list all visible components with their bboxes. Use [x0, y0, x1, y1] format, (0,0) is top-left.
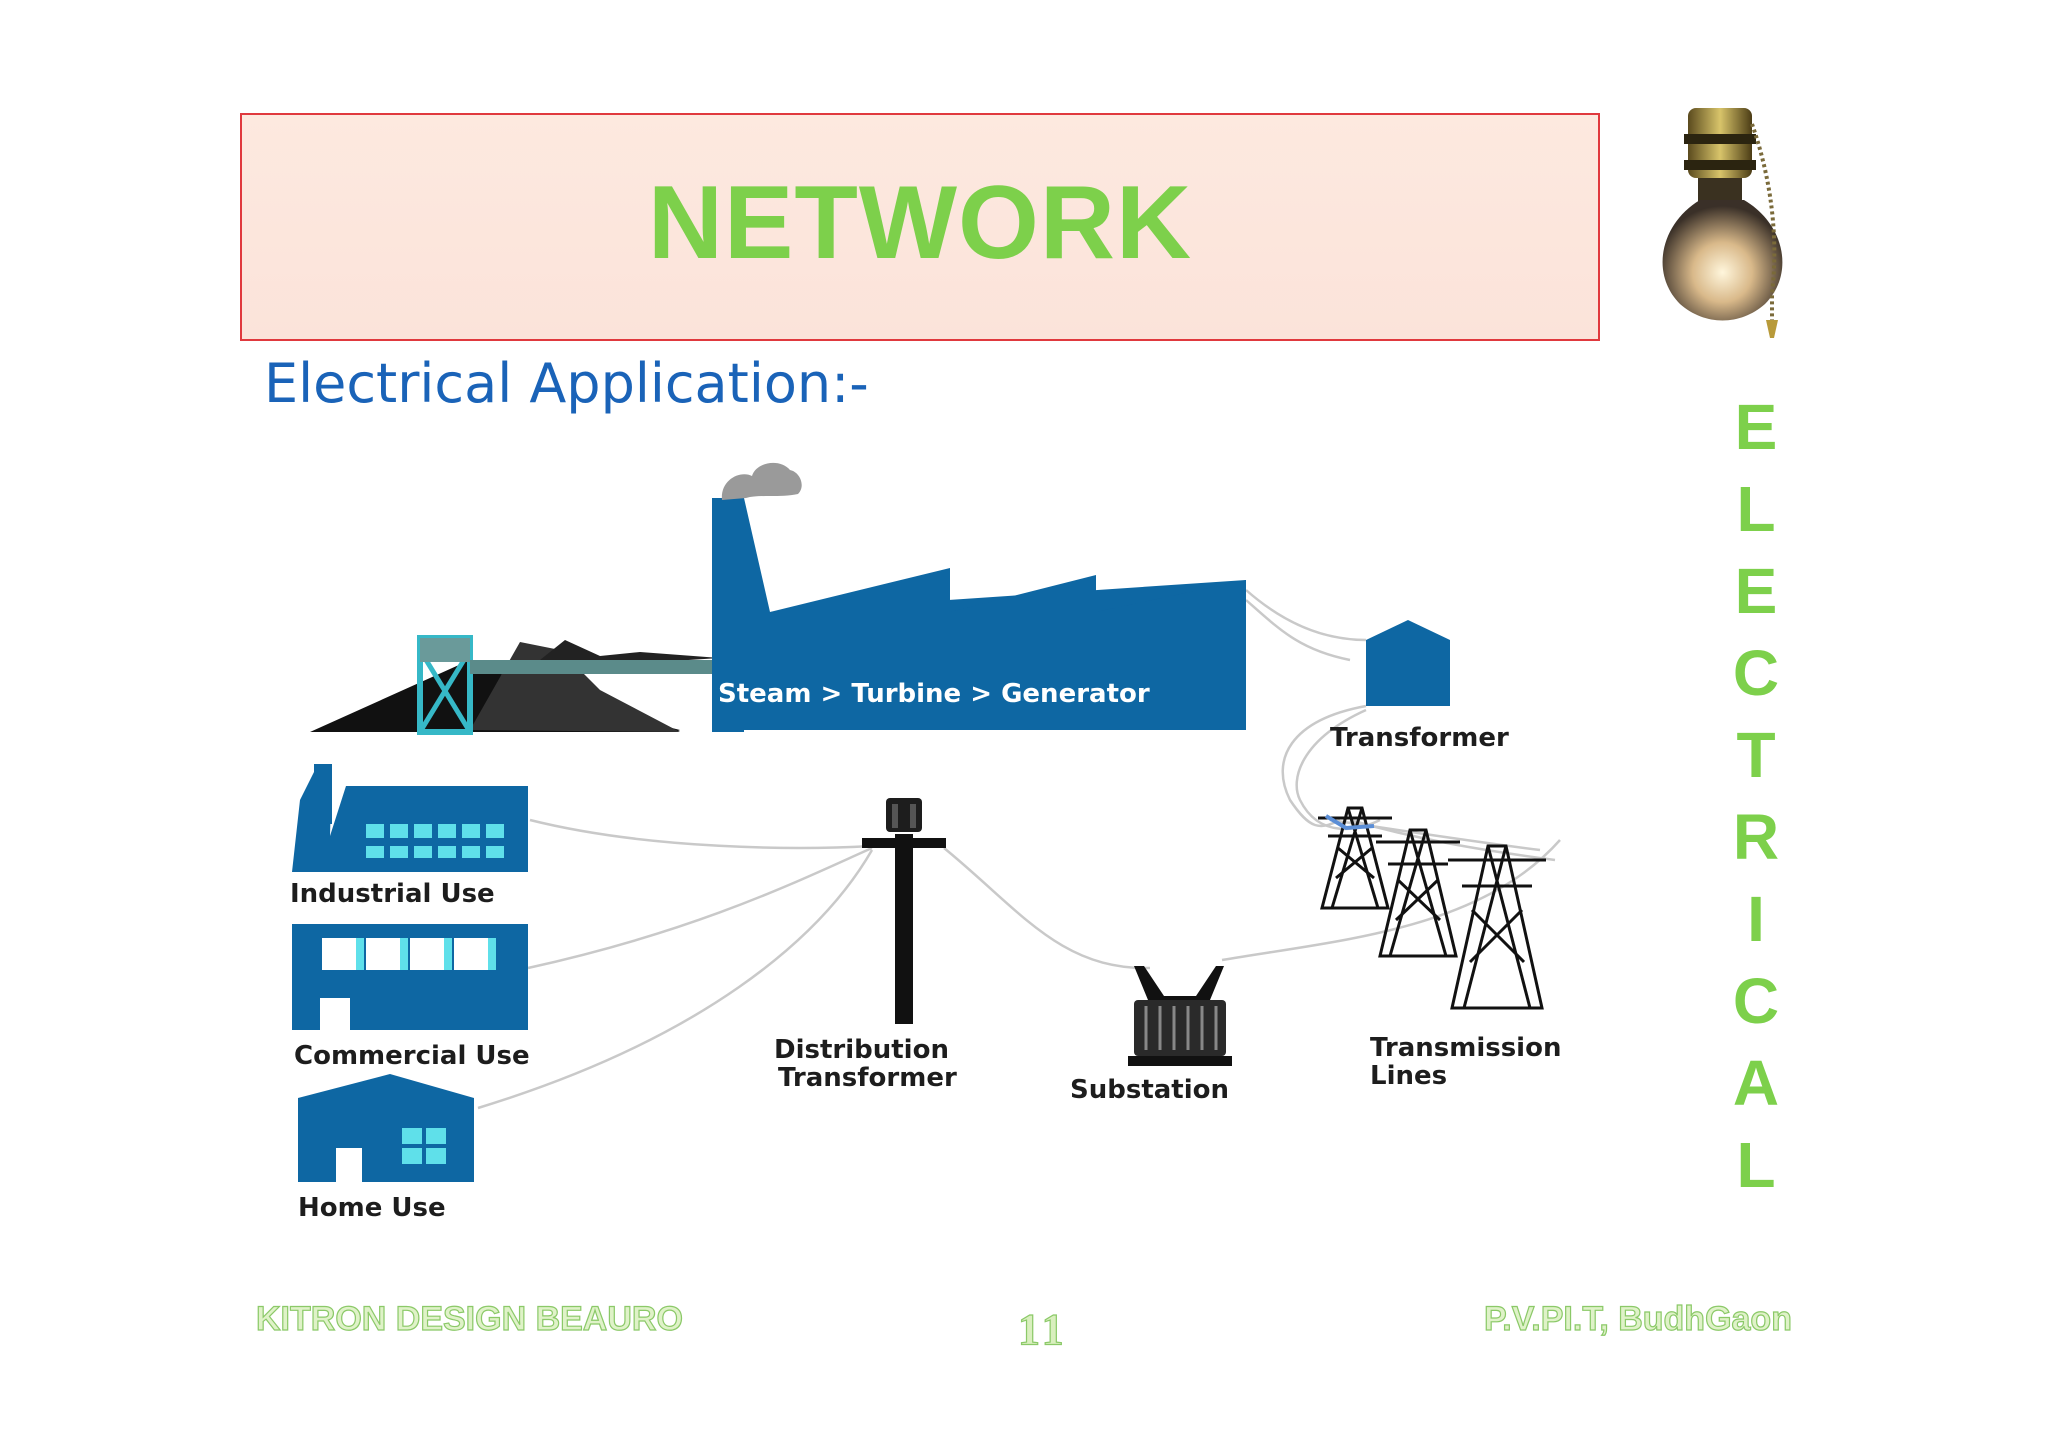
footer-left-text: KITRON DESIGN BEAURO — [255, 1299, 683, 1338]
substation-icon — [1128, 966, 1232, 1066]
light-bulb-icon — [1662, 108, 1783, 338]
commercial-label: Commercial Use — [294, 1041, 530, 1071]
slide-title: NETWORK — [647, 164, 1193, 281]
distribution-label-line1: Distribution — [774, 1035, 949, 1065]
side-letter: C — [1732, 637, 1780, 709]
plant-label: Steam > Turbine > Generator — [718, 679, 1150, 709]
industrial-building-icon — [292, 764, 528, 872]
coal-pile-icon — [310, 635, 720, 735]
side-letter: R — [1732, 801, 1780, 873]
transmission-tower-icon — [1318, 806, 1546, 1010]
page-number: 11 — [1017, 1304, 1068, 1354]
transmission-label-line1: Transmission — [1370, 1033, 1561, 1063]
transformer-icon — [1366, 620, 1450, 706]
home-label: Home Use — [298, 1193, 446, 1223]
side-letter: L — [1736, 1129, 1776, 1201]
side-letter: I — [1747, 883, 1765, 955]
transmission-label-line2: Lines — [1370, 1061, 1447, 1091]
substation-label: Substation — [1070, 1075, 1229, 1105]
distribution-label-line2: Transformer — [778, 1063, 957, 1093]
footer-right-text: P.V.PI.T, BudhGaon — [1483, 1299, 1792, 1338]
side-letter: C — [1732, 965, 1780, 1037]
transformer-label: Transformer — [1330, 723, 1509, 753]
commercial-building-icon — [292, 924, 528, 1030]
side-letter: E — [1734, 391, 1778, 463]
home-icon — [298, 1074, 474, 1182]
distribution-pole-icon — [862, 798, 946, 1024]
industrial-label: Industrial Use — [290, 879, 495, 909]
side-letter: T — [1736, 719, 1776, 791]
side-letter: E — [1734, 555, 1778, 627]
side-letter: L — [1736, 473, 1776, 545]
slide-subtitle: Electrical Application:- — [264, 352, 869, 415]
title-box: NETWORK — [240, 113, 1600, 341]
power-plant-icon — [712, 462, 1246, 732]
side-letter: A — [1732, 1047, 1780, 1119]
